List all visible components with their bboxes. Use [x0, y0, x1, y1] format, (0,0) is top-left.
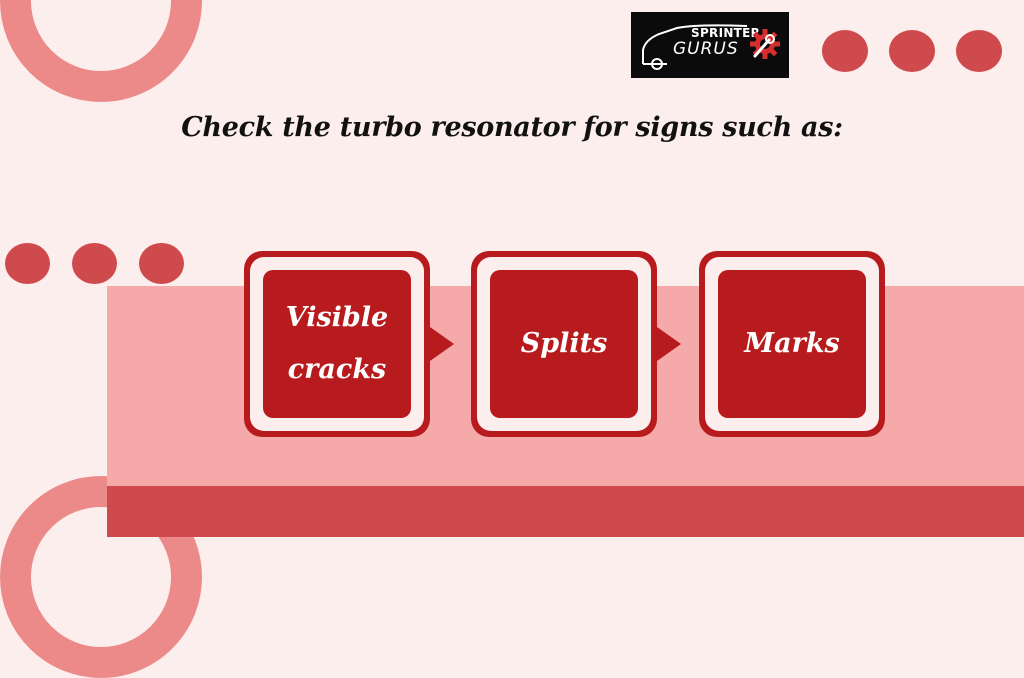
card-body: Splits — [490, 270, 638, 418]
card-body: Visible cracks — [263, 270, 411, 418]
decorative-dot — [822, 30, 868, 72]
decorative-dot — [5, 243, 50, 284]
decorative-dot — [889, 30, 935, 72]
gear-wrench-icon — [750, 29, 780, 59]
logo-text-gurus: GURUS — [673, 39, 739, 59]
card-label: Splits — [520, 328, 608, 359]
card-marks: Marks — [699, 251, 885, 437]
card-border: Visible cracks — [250, 257, 424, 431]
sprinter-gurus-logo: SPRINTER GURUS — [631, 12, 789, 78]
arrow-right-icon — [430, 327, 454, 361]
slide-title: Check the turbo resonator for signs such… — [181, 112, 843, 143]
card-border: Splits — [477, 257, 651, 431]
logo-text-sprinter: SPRINTER — [691, 26, 761, 40]
card-border: Marks — [705, 257, 879, 431]
card-label: Marks — [744, 328, 840, 359]
decorative-dot — [139, 243, 184, 284]
decorative-dot — [72, 243, 117, 284]
van-outline-icon — [642, 24, 748, 70]
decorative-ring-top-left — [0, 0, 202, 102]
decorative-dot — [956, 30, 1002, 72]
arrow-right-icon — [657, 327, 681, 361]
card-splits: Splits — [471, 251, 657, 437]
card-body: Marks — [718, 270, 866, 418]
card-label: Visible cracks — [285, 302, 389, 385]
card-visible-cracks: Visible cracks — [244, 251, 430, 437]
background-band-dark — [107, 486, 1024, 537]
